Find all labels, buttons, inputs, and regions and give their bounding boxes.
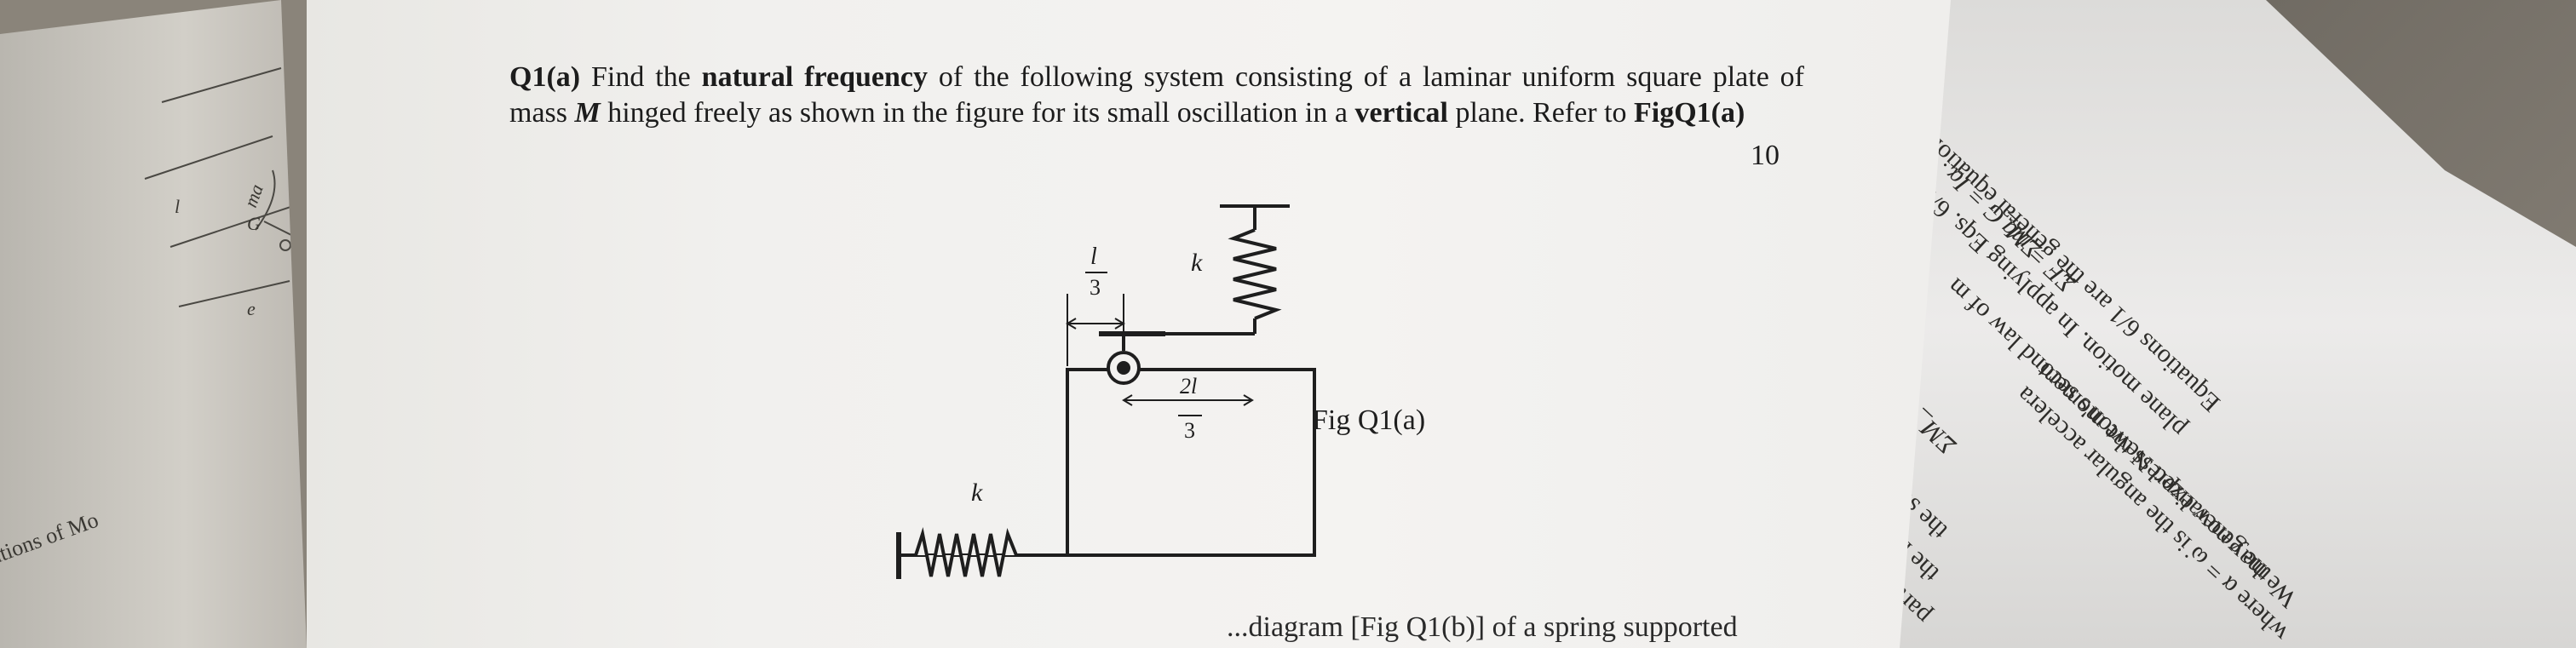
top-spring-coils [1228, 228, 1282, 320]
square-plate [1066, 368, 1316, 557]
left-figure-line [170, 204, 299, 248]
dim-top-numerator: l [1090, 244, 1097, 270]
dim-mid-denominator: 3 [1184, 418, 1195, 443]
main-page [307, 0, 2053, 648]
bottom-text: ...diagram [Fig Q1(b)] of a spring suppo… [1227, 611, 1738, 644]
dim-mid-arrow-right [1243, 394, 1254, 406]
left-figure-line [144, 135, 273, 180]
figure-caption: Fig Q1(a) [1312, 404, 1425, 436]
dim-top-arrow-right [1114, 318, 1125, 330]
dim-top-denominator: 3 [1090, 275, 1101, 300]
question-text-middle: of the following system consisting of a … [509, 61, 1804, 129]
dim-mid-numerator: 2l [1180, 374, 1197, 399]
hinge-pin [1117, 361, 1130, 375]
left-figure-label-e: e [247, 298, 256, 319]
question-bold-plane: vertical [1354, 97, 1448, 129]
left-page: ma G l e quations of Mo [0, 0, 307, 648]
left-page-figure: ma G l e [144, 67, 299, 319]
spring-left-label: k [971, 479, 983, 507]
right-page-line: We may now express the moment [2030, 357, 2303, 613]
bottom-text-main: Fig Q1(b)] of a spring supported [1360, 611, 1738, 643]
left-figure-pivot [279, 239, 291, 251]
left-figure-label-l: l [175, 196, 180, 217]
left-spring-coils [914, 527, 1018, 577]
dim-top-arrow-left [1066, 318, 1077, 330]
left-figure-label-g: G [247, 213, 261, 234]
question-marks: 10 [1751, 140, 1780, 171]
question-bold-term: natural frequency [701, 61, 929, 93]
dim-mid-arrow-left [1122, 394, 1133, 406]
spring-top-label: k [1191, 249, 1203, 277]
question-text-after: hinged freely as shown in the figure for… [600, 97, 1355, 129]
question-fig-ref: FigQ1(a) [1634, 97, 1745, 129]
question-text-end: plane. Refer to [1447, 97, 1635, 129]
left-figure-arc [255, 169, 276, 231]
bottom-text-partial: ...diagram [ [1227, 611, 1360, 643]
question-text-before: Find the [580, 61, 702, 93]
question-text: Q1(a) Find the natural frequency of the … [509, 60, 1804, 131]
left-figure-line [161, 67, 282, 103]
question-mass-symbol: M [574, 97, 601, 129]
left-figure-line [178, 280, 290, 307]
question-label: Q1(a) [509, 61, 581, 93]
